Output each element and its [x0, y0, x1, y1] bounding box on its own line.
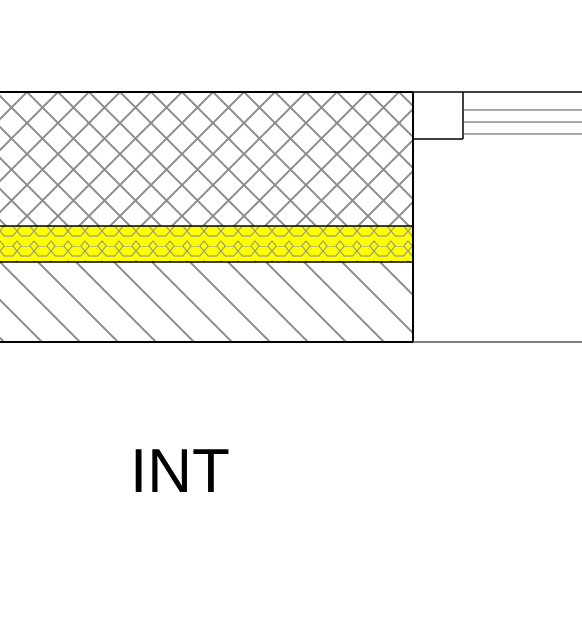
room-label: INT — [130, 437, 230, 506]
cross-hatch-layer — [0, 92, 413, 226]
insulation-layer — [0, 226, 413, 262]
window-frame — [413, 91, 582, 343]
diagonal-hatch-layer — [0, 262, 413, 342]
